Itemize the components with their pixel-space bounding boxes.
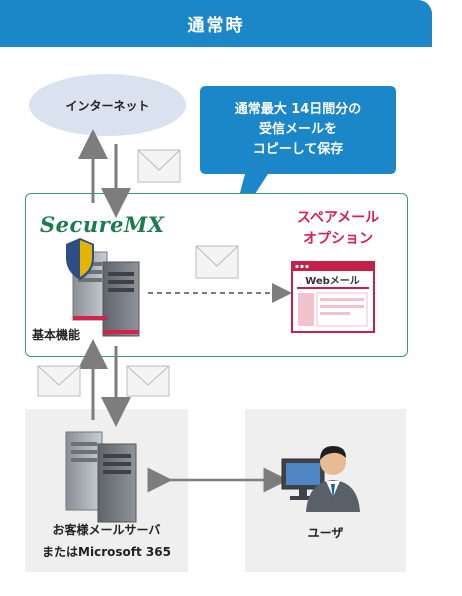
customer-server-label: お客様メールサーバ またはMicrosoft 365: [25, 519, 188, 563]
customer-server-line-2: またはMicrosoft 365: [42, 545, 171, 559]
callout-line-2: 受信メールを: [258, 122, 337, 137]
user-label: ユーザ: [307, 526, 344, 540]
envelope-icon-internet: [137, 149, 181, 183]
basic-function-label: 基本機能: [32, 328, 81, 342]
spare-mail-line-1: スペアメール: [296, 210, 380, 226]
spare-mail-line-2: オプション: [303, 231, 373, 247]
webmail-window-icon: [291, 261, 375, 333]
customer-server-icon: [65, 431, 137, 523]
customer-server-line-1: お客様メールサーバ: [52, 523, 161, 537]
envelope-icon-left: [37, 365, 81, 397]
spare-mail-option-label: スペアメール オプション: [288, 208, 388, 250]
user-person-icon: [281, 446, 360, 512]
envelope-icon-right: [126, 365, 170, 397]
callout-text: 通常最大 14日間分の 受信メールを コピーして保存: [200, 88, 396, 172]
callout-line-1: 通常最大 14日間分の: [234, 102, 362, 117]
callout-line-3: コピーして保存: [252, 142, 344, 157]
header-title: 通常時: [187, 16, 245, 36]
internet-label: インターネット: [65, 98, 150, 113]
webmail-label: Webメール: [305, 276, 360, 287]
shield-icon: [66, 238, 94, 280]
internet-cloud: インターネット: [29, 74, 186, 136]
envelope-icon-webmail: [195, 245, 239, 279]
header-bar: 通常時: [0, 0, 432, 47]
